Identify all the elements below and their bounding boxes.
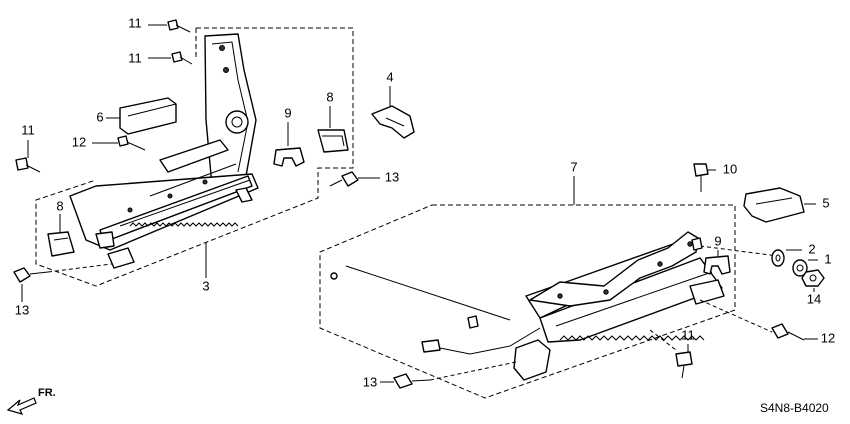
callout-5: 5: [822, 195, 829, 210]
bolt-11-top-b: 11: [128, 50, 193, 65]
right-slide-rail: [421, 231, 725, 381]
recliner-frame: [204, 33, 257, 191]
left-slide-rail: [69, 139, 259, 269]
callout-11-top-a: 11: [128, 15, 142, 30]
nut-14: 14: [801, 269, 825, 306]
callout-14: 14: [807, 291, 821, 306]
bolt-13-bottom-left: 13: [13, 263, 113, 317]
callout-4: 4: [386, 69, 393, 84]
callout-11-top-b: 11: [128, 50, 142, 65]
frame-callout-7: 7: [570, 159, 578, 205]
callout-2: 2: [808, 241, 815, 256]
callout-13-bottom-right: 13: [363, 374, 377, 389]
right-adjuster-assembly: 7: [319, 159, 835, 399]
callout-9-left: 9: [284, 105, 291, 120]
callout-10: 10: [723, 161, 737, 176]
callout-8-left: 8: [56, 198, 63, 213]
frame-callout-3: 3: [202, 242, 210, 293]
diagram-code: S4N8-B4020: [760, 401, 829, 415]
bolt-11-left: 11: [15, 122, 41, 173]
callout-13-bottom-left: 13: [15, 302, 29, 317]
front-arrow-icon: [6, 397, 37, 415]
knob-part-6: 6: [96, 97, 177, 135]
cover-5: 5: [743, 187, 830, 223]
right-assembly-boundary: [319, 204, 736, 399]
bracket-8-left: 8: [47, 198, 75, 257]
callout-8-top: 8: [326, 89, 333, 104]
bolt-12-right: 12: [699, 299, 835, 345]
bolt-stub-upper: [691, 237, 703, 251]
front-direction-indicator: FR.: [6, 387, 56, 415]
callout-1: 1: [824, 251, 831, 266]
callout-6: 6: [96, 109, 103, 124]
bolt-10: 10: [693, 161, 737, 192]
washer-2: 2: [771, 241, 816, 267]
clip-9-right: 9: [703, 233, 731, 275]
connecting-rod: [330, 265, 511, 329]
bracket-8-top: 8: [317, 89, 349, 153]
left-assembly-boundary: [35, 27, 354, 287]
clip-9-left: 9: [273, 105, 305, 167]
bolt-11-bottom: 11: [649, 327, 695, 379]
bolt-13-right: 13: [329, 169, 399, 187]
nut-1: 1: [792, 251, 832, 277]
left-adjuster-assembly: 6 11 11 12 11: [13, 15, 415, 317]
bolt-12-left: 12: [72, 134, 146, 151]
callout-3: 3: [202, 278, 209, 293]
cover-4: 4: [371, 69, 415, 139]
front-label: FR.: [38, 387, 56, 399]
assembly-guide-line-upper: [699, 245, 779, 257]
bolt-13-bottom-right: 13: [363, 361, 517, 389]
callout-11-left: 11: [21, 122, 35, 137]
callout-9-right: 9: [714, 233, 721, 248]
callout-12-left: 12: [72, 134, 86, 149]
callout-7: 7: [570, 159, 577, 174]
callout-13-right: 13: [385, 169, 399, 184]
callout-12-right: 12: [821, 330, 835, 345]
callout-11-bottom: 11: [681, 327, 695, 342]
bolt-11-top-a: 11: [128, 15, 191, 33]
